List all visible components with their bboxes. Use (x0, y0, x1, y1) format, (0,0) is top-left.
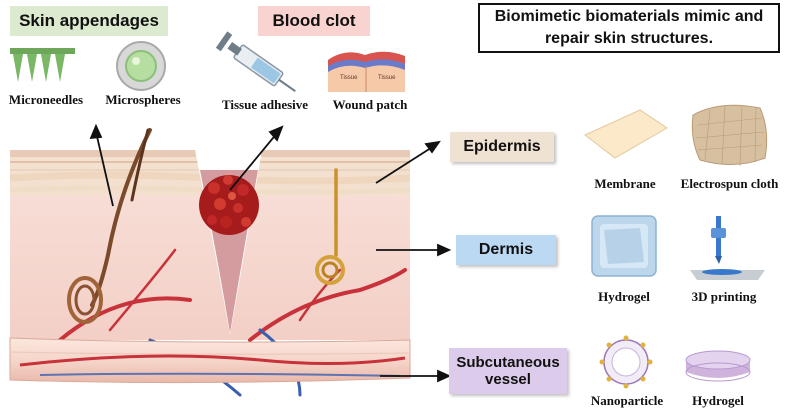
microneedles-icon (10, 48, 75, 82)
3d-printer-icon (690, 216, 765, 280)
dermis-label-box: Dermis (456, 235, 556, 265)
membrane-icon (584, 109, 668, 159)
hydrogel-label-dermis: Hydrogel (598, 289, 650, 304)
subcutaneous-label: Subcutaneous vessel (456, 353, 560, 388)
hydrogel-label-subcutaneous: Hydrogel (692, 393, 744, 408)
tissue-adhesive-label: Tissue adhesive (221, 97, 309, 112)
microneedles-label: Microneedles (8, 92, 84, 107)
blood-clot-mass (199, 175, 259, 235)
hydrogel-disc-icon (685, 350, 751, 382)
hair-follicle (67, 128, 152, 324)
skin-appendages-heading: Skin appendages (10, 6, 168, 36)
syringe-icon (215, 31, 296, 93)
summary-text: Biomimetic biomaterials mimic and repair… (494, 8, 764, 47)
electrospun-cloth-label: Electrospun cloth (680, 176, 779, 191)
3d-printing-label: 3D printing (691, 289, 757, 304)
microsphere-icon (116, 41, 166, 91)
hydrogel-square-icon (591, 215, 657, 277)
patch-tag-right: Tissue (378, 75, 396, 81)
wound-patch-label: Wound patch (332, 97, 408, 112)
summary-box: Biomimetic biomaterials mimic and repair… (478, 3, 780, 53)
electrospun-cloth-icon (691, 104, 768, 167)
nanoparticle-label: Nanoparticle (590, 393, 664, 408)
arrows (89, 123, 452, 383)
epidermis-label-box: Epidermis (450, 132, 554, 162)
skin-appendages-heading-text: Skin appendages (19, 11, 159, 30)
membrane-label: Membrane (594, 176, 656, 191)
dermis-label: Dermis (478, 240, 534, 258)
blood-clot-heading: Blood clot (258, 6, 370, 36)
dermis-layer (10, 150, 410, 340)
blood-clot-heading-text: Blood clot (272, 11, 356, 30)
nanoparticle-icon (599, 335, 653, 389)
epidermis-label: Epidermis (463, 137, 541, 155)
patch-tag-left: Tissue (340, 75, 358, 81)
subcutaneous-label-box: Subcutaneous vessel (449, 348, 567, 394)
sweat-gland (315, 168, 345, 285)
wound-patch-icon (328, 51, 405, 92)
subcutaneous-vessel-tube (9, 337, 411, 384)
microspheres-label: Microspheres (105, 92, 181, 107)
